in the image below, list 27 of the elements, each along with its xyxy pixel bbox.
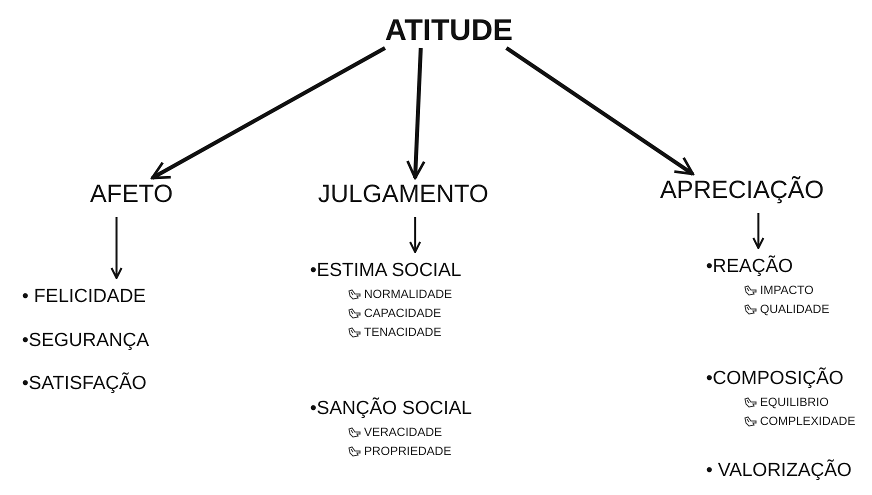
category-heading: JULGAMENTO <box>318 180 488 209</box>
sub-item: IMPACTO <box>760 283 814 297</box>
list-item: •REAÇÃO <box>706 256 793 278</box>
sub-item: COMPLEXIDADE <box>760 414 856 428</box>
arrow <box>110 217 123 279</box>
list-item: • FELICIDADE <box>22 286 146 308</box>
list-item: •COMPOSIÇÃO <box>706 368 844 390</box>
arrow <box>150 46 386 180</box>
list-item: •ESTIMA SOCIAL <box>310 260 462 282</box>
arrow <box>505 46 694 176</box>
title-text: ATITUDE <box>385 14 513 48</box>
list-item: •SANÇÃO SOCIAL <box>310 398 472 420</box>
sub-item: PROPRIEDADE <box>364 444 452 458</box>
category-heading: AFETO <box>90 180 173 209</box>
list-item: • VALORIZAÇÃO <box>706 460 852 482</box>
sub-item: CAPACIDADE <box>364 306 442 320</box>
sub-item: QUALIDADE <box>760 302 830 316</box>
arrow <box>409 217 422 253</box>
sub-item: TENACIDADE <box>364 325 442 339</box>
sub-item: EQUILIBRIO <box>760 395 829 409</box>
arrow <box>752 213 764 249</box>
list-item: •SATISFAÇÃO <box>22 373 147 395</box>
list-item: •SEGURANÇA <box>22 330 150 352</box>
category-heading: APRECIAÇÃO <box>660 176 824 205</box>
arrow <box>406 48 426 180</box>
sub-item: NORMALIDADE <box>364 287 452 301</box>
sub-item: VERACIDADE <box>364 425 442 439</box>
